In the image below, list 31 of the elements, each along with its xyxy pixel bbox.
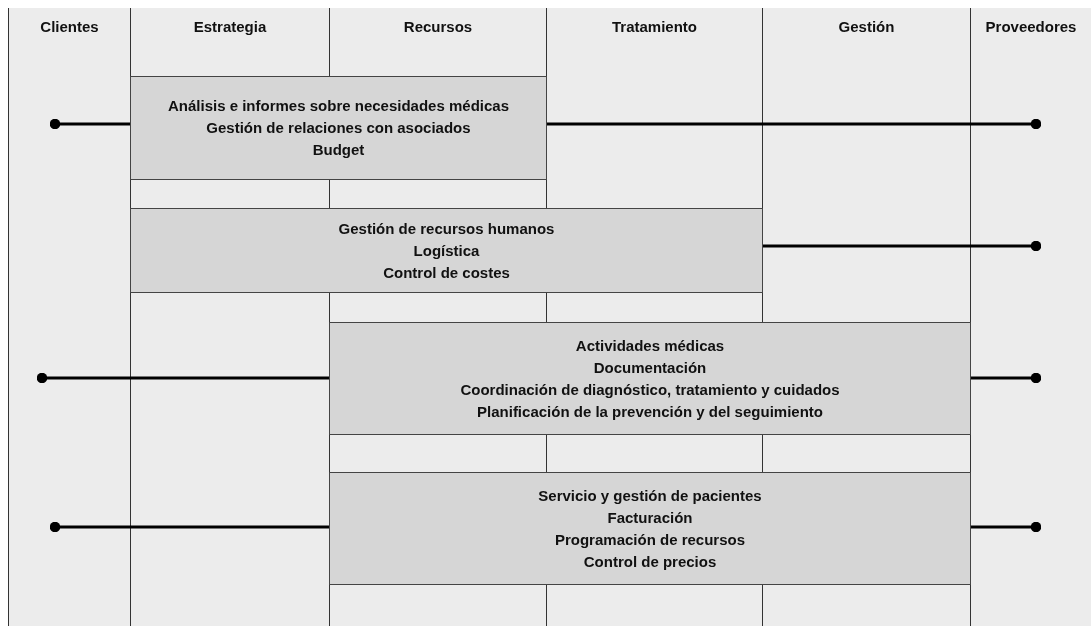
process-text: Servicio y gestión de pacientes [538, 485, 762, 506]
lane-header: Tratamiento [548, 18, 761, 35]
connector-line [36, 372, 329, 384]
process-text: Documentación [593, 357, 707, 378]
process-text: Planificación de la prevención y del seguimiento [477, 401, 823, 422]
process-text: Control de precios [583, 551, 717, 572]
process-text: Budget [312, 140, 365, 160]
process-box [130, 76, 547, 180]
connector-line [546, 118, 1042, 130]
process-text: Facturación [607, 507, 693, 528]
connector-line [49, 118, 130, 130]
process-text: Logística [413, 240, 480, 261]
connector-line [970, 372, 1042, 384]
process-text: Gestión de recursos humanos [338, 218, 555, 239]
lane-header: Clientes [10, 18, 129, 35]
process-text: Gestión de relaciones con asociados [206, 118, 471, 138]
lane-header: Estrategia [132, 18, 328, 35]
connector-line [762, 240, 1042, 252]
process-box [329, 322, 971, 435]
process-text: Programación de recursos [554, 529, 746, 550]
process-text: Coordinación de diagnóstico, tratamiento y cuidados [460, 379, 840, 400]
process-text: Control de costes [383, 262, 510, 283]
lane-header: Gestión [764, 18, 969, 35]
process-text: Análisis e informes sobre necesidades médicas [168, 96, 509, 116]
process-box [130, 208, 763, 293]
lane-header: Proveedores [972, 18, 1090, 35]
process-text: Actividades médicas [575, 335, 725, 356]
process-box [329, 472, 971, 585]
connector-line [970, 521, 1042, 533]
lane-header: Recursos [331, 18, 545, 35]
connector-line [49, 521, 329, 533]
